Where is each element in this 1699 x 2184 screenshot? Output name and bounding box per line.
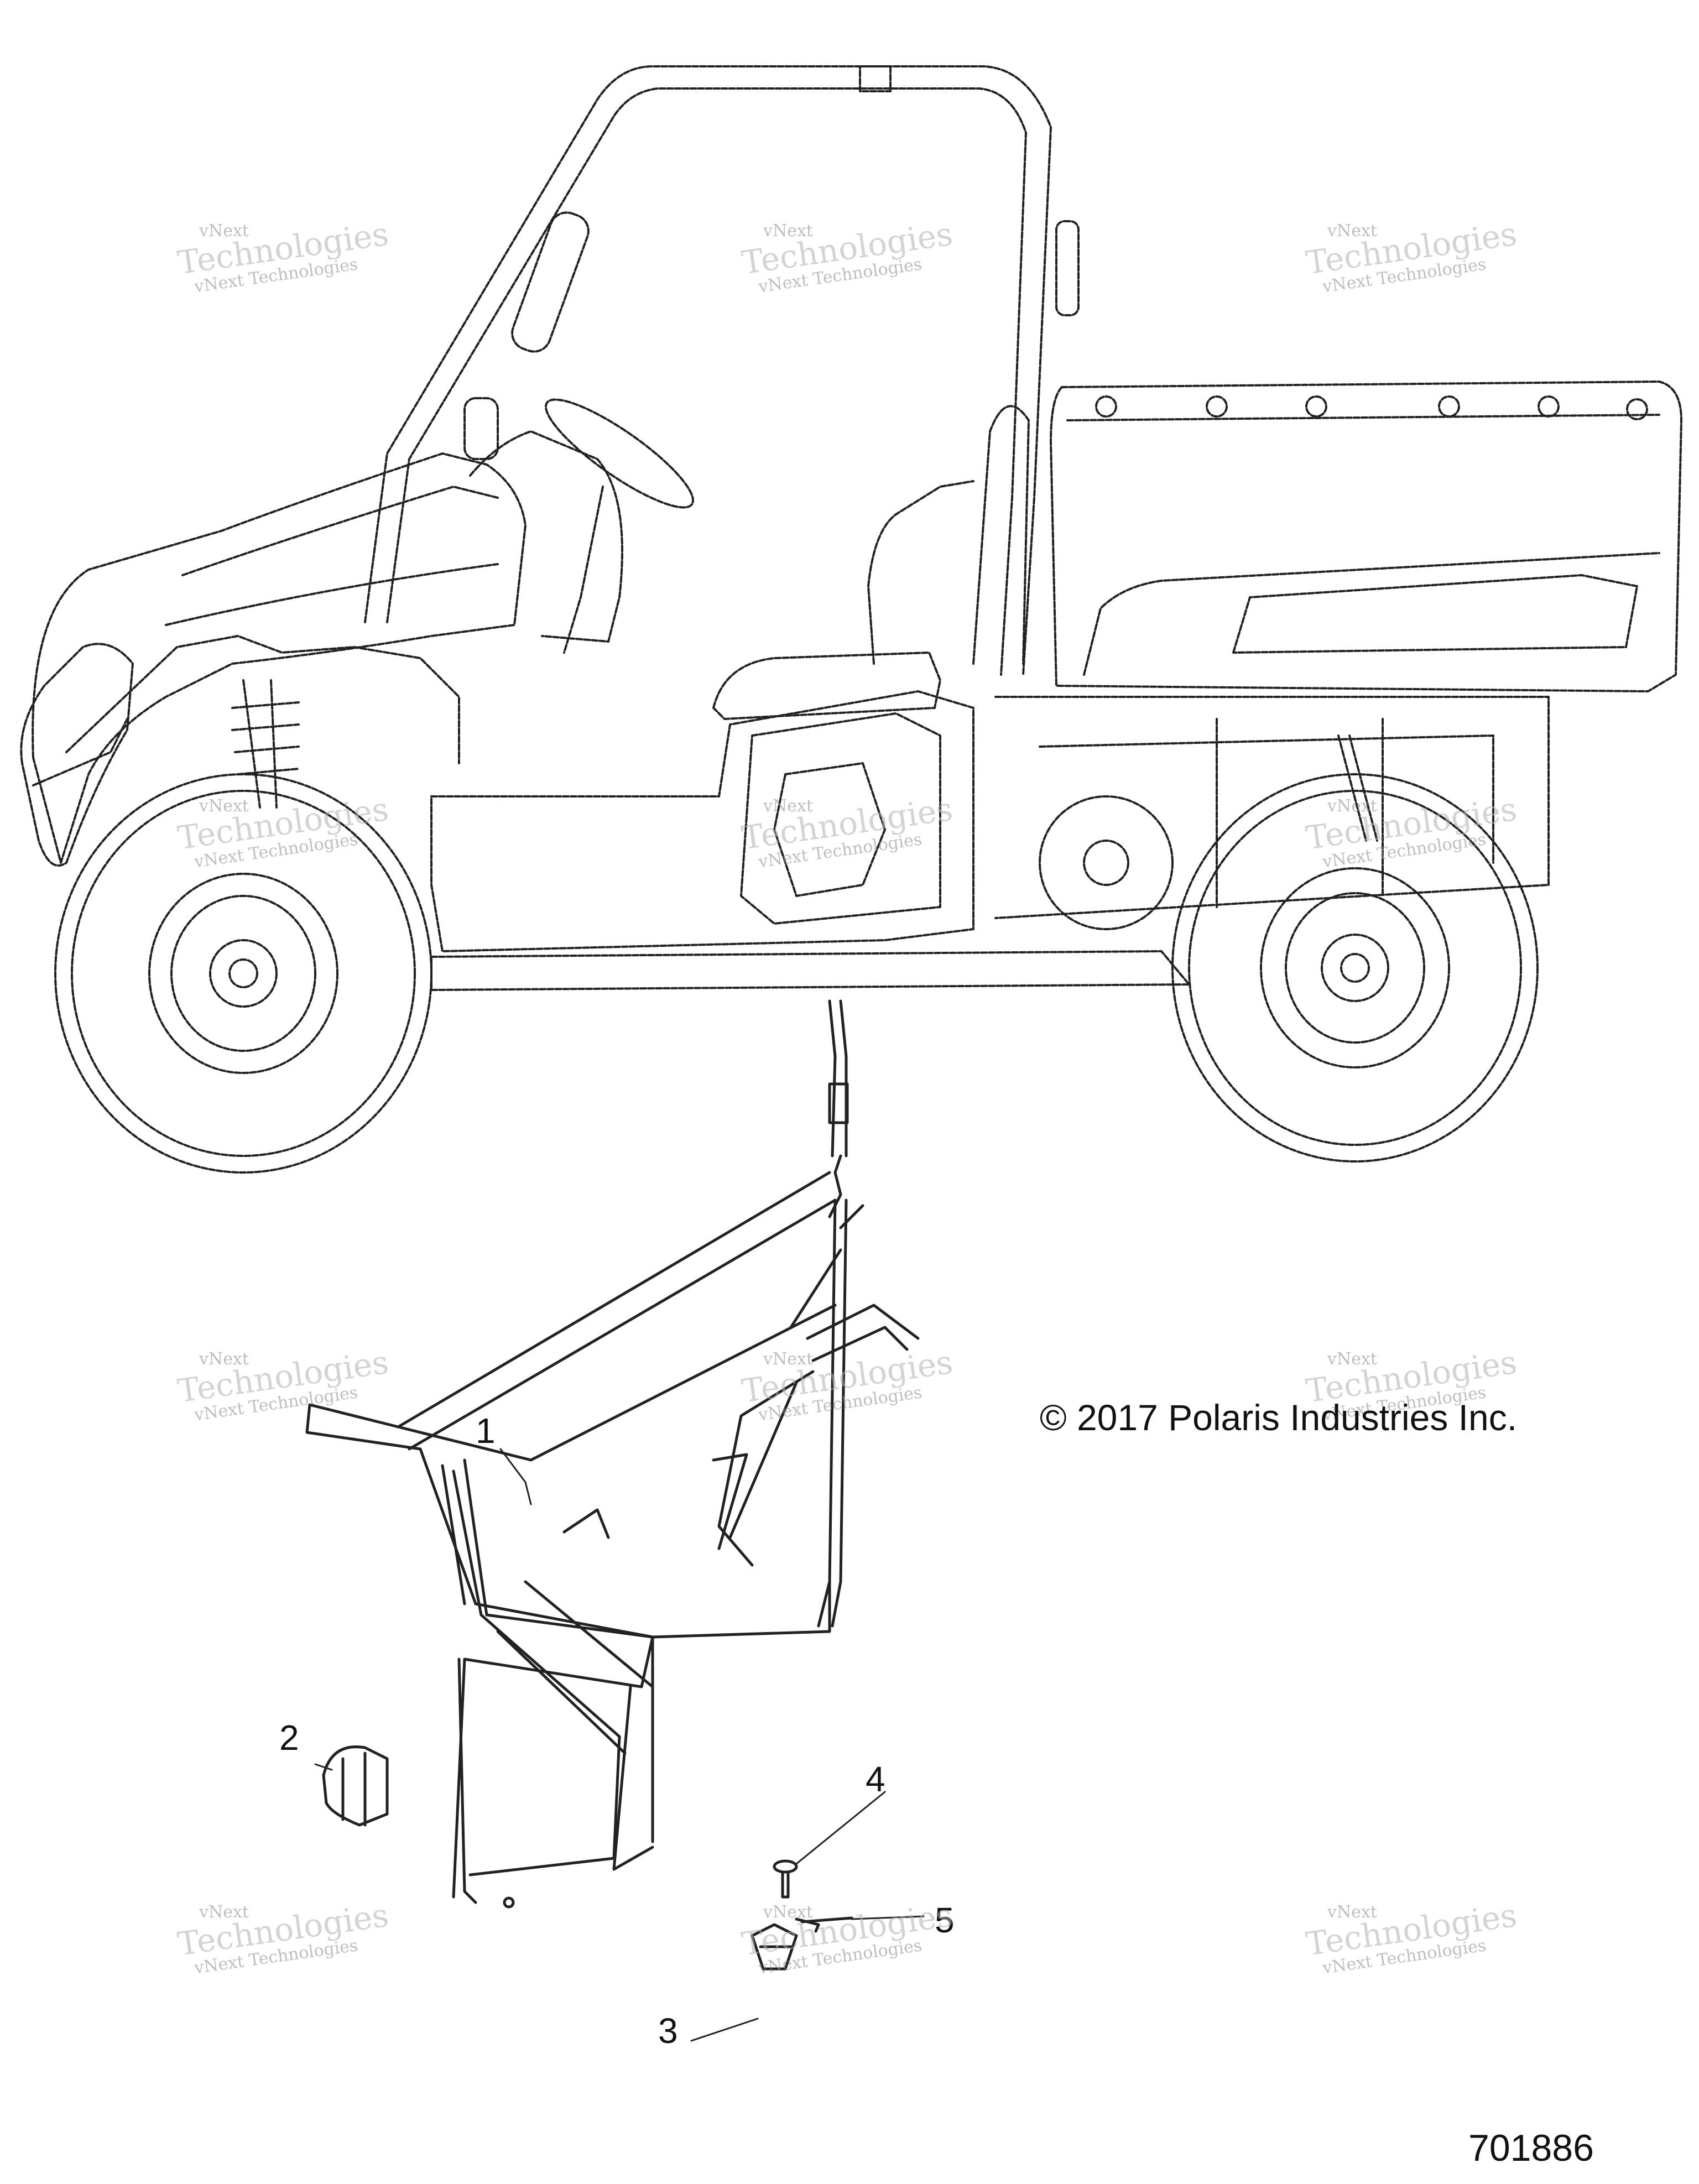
steering-wheel xyxy=(544,398,695,509)
seat xyxy=(712,651,941,720)
chassis-frame xyxy=(430,950,1190,991)
callout-4: 4 xyxy=(866,1759,885,1799)
floor-pan xyxy=(430,690,974,952)
washer-part-5 xyxy=(795,1916,853,1933)
roll-cage xyxy=(364,65,1052,676)
door-net-frame xyxy=(305,999,920,1909)
cargo-bed xyxy=(1050,380,1682,692)
front-body xyxy=(32,452,527,864)
callout-5: 5 xyxy=(935,1900,955,1940)
front-wheel xyxy=(54,773,432,1174)
rear-wheel xyxy=(1171,773,1539,1163)
leader-lines xyxy=(314,1448,925,2042)
clip-part-2 xyxy=(322,1745,389,1827)
rivet-part-4 xyxy=(773,1859,798,1899)
latch-part-3 xyxy=(751,1923,798,1971)
dashboard xyxy=(469,430,623,643)
callout-2: 2 xyxy=(279,1718,299,1758)
copyright-notice: © 2017 Polaris Industries Inc. xyxy=(1040,1397,1518,1438)
utility-vehicle xyxy=(20,65,1682,1174)
front-shock xyxy=(242,679,261,809)
seat-back xyxy=(972,405,1030,665)
document-number: 701886 xyxy=(1468,2127,1594,2169)
callout-1: 1 xyxy=(476,1411,496,1451)
rear-shock xyxy=(1337,734,1367,842)
front-bumper xyxy=(20,643,134,867)
callout-3: 3 xyxy=(658,2011,678,2051)
